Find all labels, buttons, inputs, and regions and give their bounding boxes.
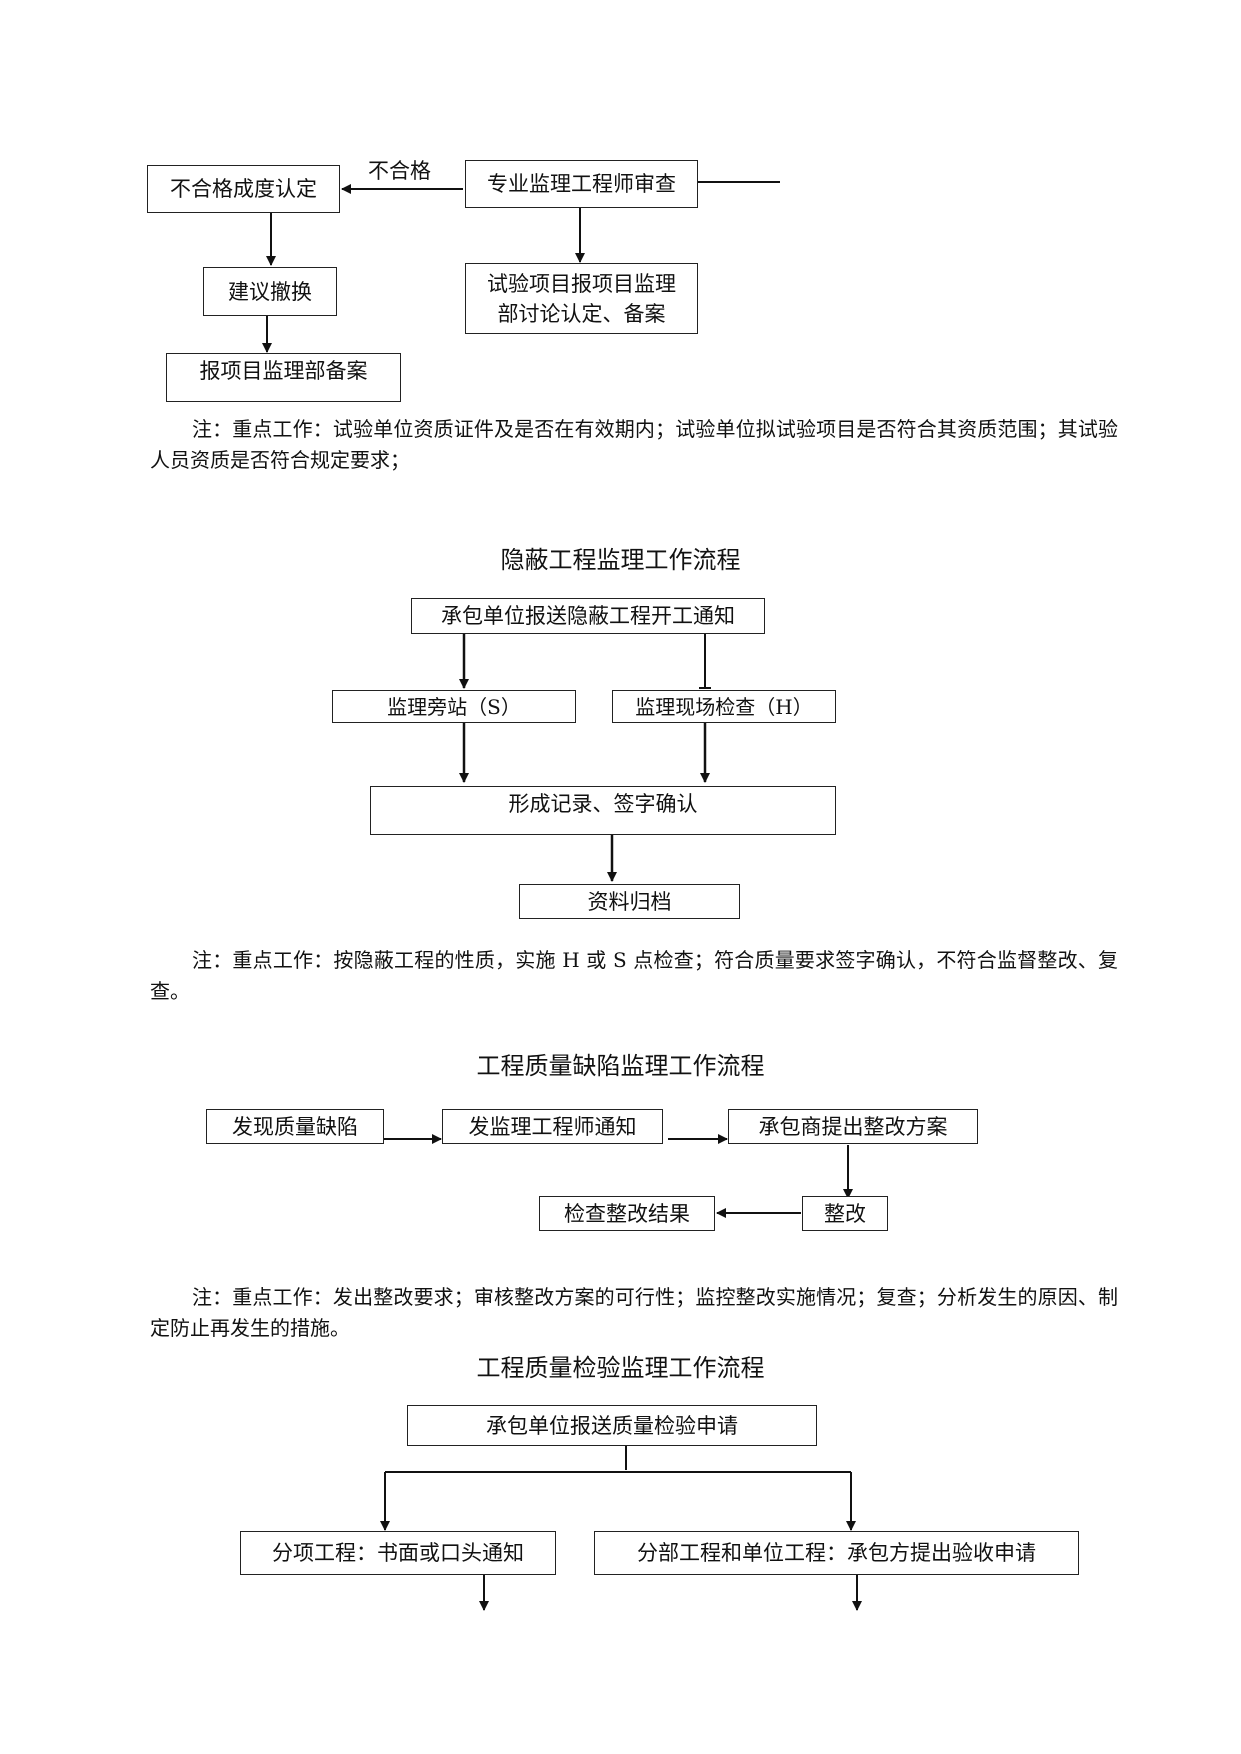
box-test-items-record: 试验项目报项目监理部讨论认定、备案	[465, 263, 698, 334]
note-flow2: 注：重点工作：按隐蔽工程的性质，实施 H 或 S 点检查；符合质量要求签字确认，…	[150, 948, 1118, 1003]
box-rectify: 整改	[802, 1196, 888, 1231]
box-side-station: 监理旁站（S）	[332, 690, 576, 723]
box-subdivision-works: 分部工程和单位工程：承包方提出验收申请	[594, 1531, 1079, 1575]
box-rectify-plan: 承包商提出整改方案	[728, 1109, 978, 1144]
box-record-sign: 形成记录、签字确认	[370, 786, 836, 835]
box-find-defect: 发现质量缺陷	[206, 1109, 384, 1144]
box-archive: 资料归档	[519, 884, 740, 919]
box-issue-notice: 发监理工程师通知	[442, 1109, 663, 1144]
box-suggest-replace: 建议撤换	[203, 267, 337, 316]
box-concealed-notice: 承包单位报送隐蔽工程开工通知	[411, 598, 765, 634]
box-site-inspection: 监理现场检查（H）	[612, 690, 836, 723]
box-check-result: 检查整改结果	[539, 1196, 715, 1231]
box-inspection-application: 承包单位报送质量检验申请	[407, 1405, 817, 1446]
box-sub-item-works: 分项工程：书面或口头通知	[240, 1531, 556, 1575]
box-report-dept-record: 报项目监理部备案	[166, 353, 401, 402]
note-flow1: 注：重点工作：试验单位资质证件及是否在有效期内；试验单位拟试验项目是否符合其资质…	[150, 417, 1118, 472]
label-unqualified: 不合格	[368, 159, 431, 183]
box-unqualified-assessment: 不合格成度认定	[147, 165, 340, 213]
box-engineer-review: 专业监理工程师审查	[465, 160, 698, 208]
title-concealed-works: 隐蔽工程监理工作流程	[500, 546, 741, 574]
note-flow3: 注：重点工作：发出整改要求；审核整改方案的可行性；监控整改实施情况；复查；分析发…	[150, 1285, 1118, 1340]
title-quality-defect: 工程质量缺陷监理工作流程	[476, 1052, 765, 1080]
title-quality-inspection: 工程质量检验监理工作流程	[476, 1354, 765, 1382]
